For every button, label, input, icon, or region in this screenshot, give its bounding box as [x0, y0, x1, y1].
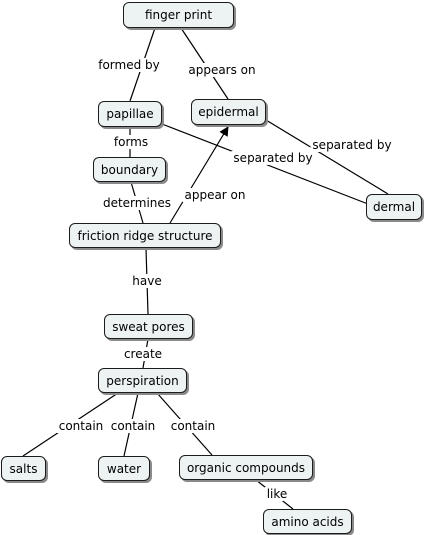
- link-label-contain-water: contain: [108, 419, 158, 433]
- link-label-forms: forms: [111, 135, 151, 149]
- node-salts[interactable]: salts: [1, 456, 46, 481]
- node-sweat-pores[interactable]: sweat pores: [104, 314, 193, 339]
- node-label: water: [106, 461, 142, 476]
- link-label-have: have: [130, 274, 164, 288]
- edge-friction-ridge-epidermal: [169, 126, 229, 224]
- node-water[interactable]: water: [98, 456, 150, 481]
- node-friction-ridge-structure[interactable]: friction ridge structure: [69, 223, 221, 248]
- link-label-determines: determines: [100, 196, 174, 210]
- node-label: amino acids: [271, 514, 344, 529]
- node-organic-compounds[interactable]: organic compounds: [179, 455, 313, 480]
- link-label-contain-organic: contain: [168, 419, 218, 433]
- node-label: dermal: [372, 200, 416, 214]
- node-label: salts: [9, 461, 38, 476]
- node-label: finger print: [144, 8, 213, 22]
- link-label-formed-by: formed by: [96, 58, 162, 72]
- node-amino-acids[interactable]: amino acids: [263, 509, 352, 534]
- node-label: papillae: [106, 107, 154, 121]
- link-label-contain-salts: contain: [56, 419, 106, 433]
- node-label: epidermal: [198, 105, 259, 119]
- node-label: perspiration: [106, 373, 179, 388]
- link-label-appear-on: appear on: [182, 188, 248, 202]
- link-label-appears-on: appears on: [186, 63, 258, 77]
- node-boundary[interactable]: boundary: [93, 157, 166, 182]
- link-label-separated-by-epidermal: separated by: [310, 138, 394, 152]
- node-perspiration[interactable]: perspiration: [98, 368, 187, 393]
- node-label: organic compounds: [186, 460, 306, 475]
- node-label: friction ridge structure: [77, 228, 213, 243]
- link-label-separated-by-papillae: separated by: [231, 151, 315, 165]
- node-label: sweat pores: [112, 319, 185, 334]
- edge-epidermal-dermal: [265, 119, 389, 195]
- link-label-create: create: [121, 347, 165, 361]
- node-papillae[interactable]: papillae: [98, 101, 162, 127]
- node-epidermal[interactable]: epidermal: [191, 99, 266, 125]
- link-label-like: like: [264, 487, 290, 501]
- node-label: boundary: [100, 162, 159, 177]
- node-finger-print[interactable]: finger print: [123, 2, 234, 28]
- node-dermal[interactable]: dermal: [366, 194, 422, 220]
